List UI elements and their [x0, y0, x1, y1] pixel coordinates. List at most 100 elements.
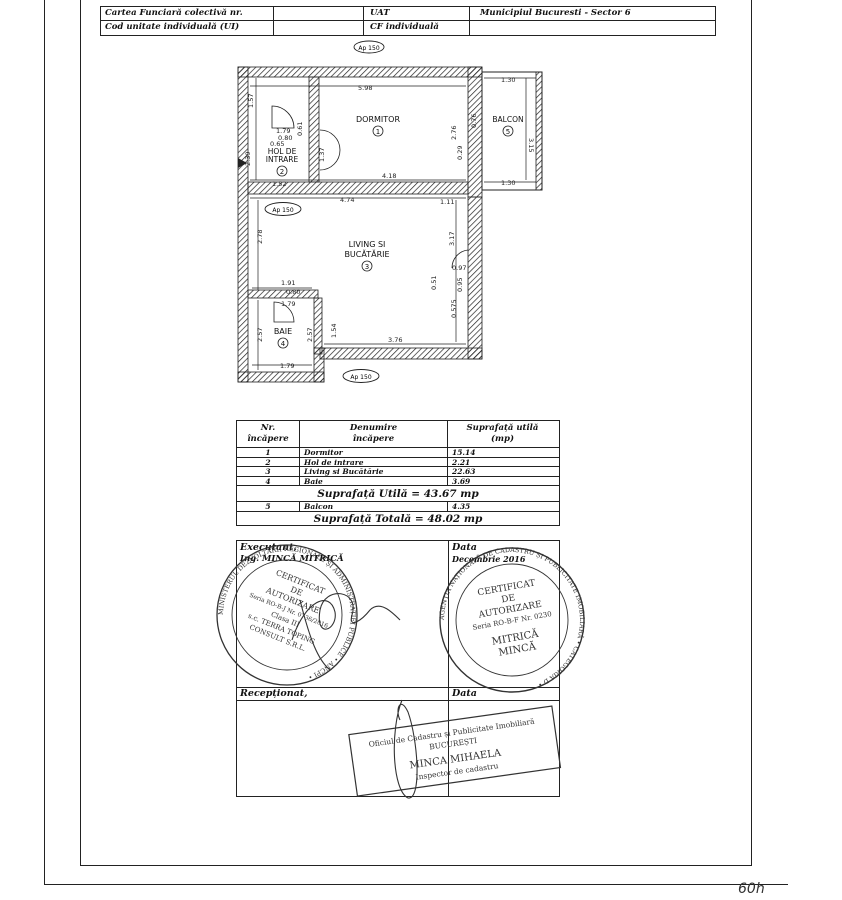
row-name: Living si Bucătărie — [300, 467, 448, 476]
room-balcon-label: BALCON — [492, 115, 523, 124]
dim-0-575: 0.575 — [450, 299, 458, 318]
dim-1-37: 1.37 — [318, 148, 326, 162]
header-table: Cartea Funciară colectivă nr. UAT Munici… — [100, 6, 716, 36]
dim-0-80-bath: 0.80 — [286, 288, 300, 296]
total-area: Suprafață Totală = 48.02 mp — [237, 512, 559, 526]
receptionat-label: Recepționat, — [240, 688, 308, 699]
col-nr-header-line2: încăpere — [247, 434, 289, 444]
dim-1-79-bath: 1.79 — [281, 300, 295, 308]
room-hol-label-line2: INTRARE — [266, 155, 299, 164]
room-living-label-line2: BUCĂTĂRIE — [344, 248, 389, 259]
table-row: 4 Baie 3.69 — [237, 476, 559, 486]
entrance-arrow-icon — [238, 158, 247, 168]
table-row: 3 Living si Bucătărie 22.63 — [237, 467, 559, 477]
row-nr: 2 — [237, 457, 300, 466]
page-inner-border — [80, 0, 752, 866]
row-name: Dormitor — [300, 448, 448, 457]
dim-3-76: 3.76 — [388, 336, 402, 344]
row-nr: 5 — [237, 502, 300, 511]
dim-0-80-hall: 0.80 — [278, 134, 292, 142]
row-area: 2.21 — [452, 457, 471, 466]
apartment-tag-top — [353, 40, 385, 54]
dim-2-78: 2.78 — [256, 230, 264, 244]
col-name-header-line2: încăpere — [352, 434, 395, 444]
dim-5-98: 5.98 — [358, 84, 372, 92]
dim-1-52: 1.52 — [272, 180, 286, 188]
dim-0-76: 0.76 — [470, 114, 478, 128]
dim-3-15: 3.15 — [527, 138, 535, 152]
dim-1-91: 1.91 — [281, 279, 295, 287]
room-dormitor-label: DORMITOR — [356, 115, 400, 124]
col-area-header-line2: (mp) — [491, 434, 514, 444]
apartment-tag-top-text: Ap 150 — [358, 45, 379, 52]
dimension-lines — [250, 77, 536, 370]
dim-1-57: 1.57 — [247, 94, 255, 108]
col-area-header: Suprafață utilă — [466, 423, 539, 433]
dim-2-39: 2.39 — [244, 152, 252, 166]
room-hol-number: 2 — [280, 168, 284, 176]
dim-1-30-bottom: 1.30 — [501, 179, 515, 187]
row-area: 4.35 — [452, 502, 471, 511]
authorization-stamp-left: MINISTERUL DEZVOLTĂRII REGIONALE ȘI ADMI… — [216, 544, 358, 686]
row-nr: 4 — [237, 476, 300, 485]
dim-1-79-bottom: 1.79 — [280, 362, 294, 370]
stamp-right-line2: DE — [501, 593, 516, 605]
dim-1-11: 1.11 — [440, 198, 454, 206]
row-nr: 3 — [237, 467, 300, 476]
dim-1-79-hall: 1.79 — [276, 127, 290, 135]
unit-code-label: Cod unitate individuală (UI) — [105, 22, 240, 32]
dim-2-57-right: 2.57 — [306, 328, 314, 342]
dim-0-65: 0.65 — [270, 140, 284, 148]
date-label-executant: Data — [452, 542, 477, 553]
room-balcon-number: 5 — [506, 128, 510, 136]
uat-value: Municipiul Bucuresti - Sector 6 — [480, 8, 631, 18]
dim-4-74: 4.74 — [340, 196, 354, 204]
page-outer-border — [44, 0, 788, 885]
inspector-signature — [393, 699, 418, 799]
dim-2-76: 2.76 — [450, 126, 458, 140]
floor-plan: Ap 150 — [237, 40, 543, 383]
dim-0-51: 0.51 — [430, 276, 438, 290]
row-name: Hol de intrare — [300, 457, 448, 466]
apartment-tag-bottom — [342, 369, 380, 383]
dim-3-17: 3.17 — [448, 232, 456, 246]
table-row: 1 Dormitor 15.14 — [237, 448, 559, 458]
dim-4-18: 4.18 — [382, 172, 396, 180]
signature-stroke — [299, 599, 331, 671]
room-baie-label: BAIE — [274, 327, 292, 336]
dim-1-30-top: 1.30 — [501, 76, 515, 84]
room-dormitor-number: 1 — [376, 128, 380, 136]
date-value-executant: Decembrie 2016 — [452, 554, 526, 564]
dim-0-97: 0.97 — [452, 264, 466, 272]
cadastre-office-stamp: Oficiul de Cadastru și Publicitate Imobi… — [348, 705, 562, 797]
dim-0-29: 0.29 — [456, 146, 464, 160]
executant-name: Ing. MINCĂ MITRICĂ — [240, 554, 344, 564]
row-nr: 1 — [237, 448, 300, 457]
table-row: 2 Hol de intrare 2.21 — [237, 457, 559, 467]
col-name-header: Denumire — [349, 423, 398, 433]
dim-0-95: 0.95 — [456, 278, 464, 292]
apartment-tag-inner — [264, 202, 302, 216]
table-row-balcony: 5 Balcon 4.35 — [237, 502, 559, 512]
useful-area-total: Suprafață Utilă = 43.67 mp — [237, 486, 559, 502]
row-name: Baie — [300, 476, 448, 485]
date-label-receptie: Data — [452, 688, 477, 699]
room-living-number: 3 — [365, 263, 369, 271]
room-baie-number: 4 — [281, 340, 286, 348]
row-area: 15.14 — [452, 448, 476, 457]
dim-1-54: 1.54 — [330, 324, 338, 338]
cf-label: CF individuală — [370, 22, 439, 32]
row-area: 22.63 — [452, 467, 476, 476]
row-name: Balcon — [300, 502, 448, 511]
walls — [237, 66, 543, 383]
cadastral-book-label: Cartea Funciară colectivă nr. — [105, 8, 243, 18]
row-area: 3.69 — [452, 476, 471, 485]
apartment-tag-inner-text: Ap 150 — [272, 207, 293, 214]
authorization-stamp-right: AGENȚIA NAȚIONALĂ DE CADASTRU ȘI PUBLICI… — [438, 546, 586, 693]
room-hol-label-line1: HOL DE — [268, 147, 297, 156]
executant-signature — [291, 593, 401, 641]
page-number-mark: 60h — [738, 881, 765, 897]
